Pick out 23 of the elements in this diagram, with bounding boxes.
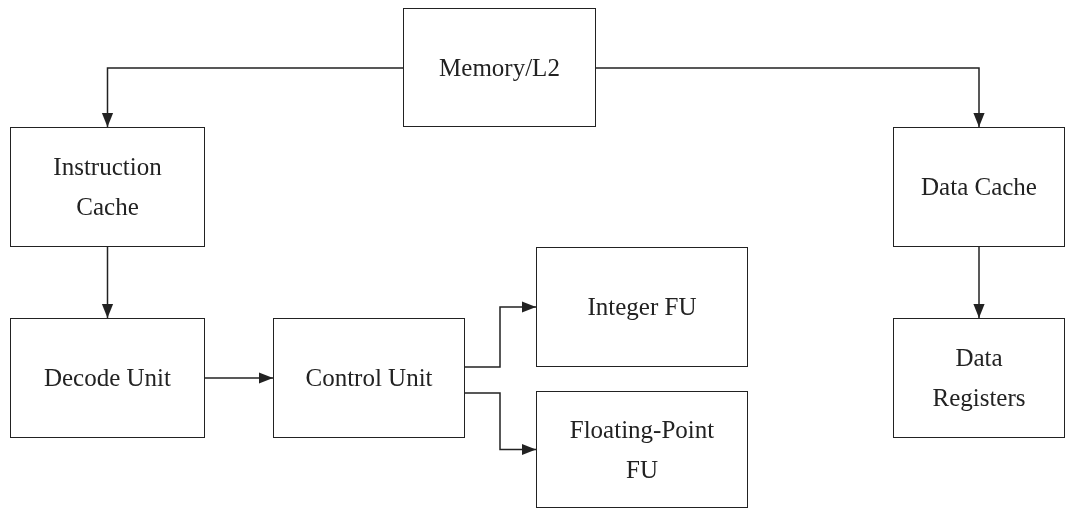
- block-label: Instruction Cache: [52, 152, 163, 222]
- arrow: [101, 246, 114, 319]
- block-label: Decode Unit: [43, 363, 171, 393]
- block-box: [893, 127, 1065, 247]
- block-label: Memory/L2: [439, 52, 560, 83]
- block-label: Data Cache: [921, 172, 1037, 202]
- block-label: Data Registers: [931, 343, 1027, 413]
- arrow: [101, 67, 404, 128]
- block-label: Floating-Point FU: [568, 414, 716, 485]
- block-box: [403, 8, 596, 127]
- block-box: [273, 318, 465, 438]
- block-box: [536, 247, 748, 367]
- arrow: [204, 372, 274, 384]
- arrow: [464, 301, 537, 368]
- arrow: [464, 392, 537, 456]
- block-box: [536, 391, 748, 508]
- arrow: [595, 67, 985, 128]
- block-box: [10, 318, 205, 438]
- block-label: Integer FU: [587, 292, 697, 322]
- block-box: [893, 318, 1065, 438]
- arrow: [973, 246, 985, 319]
- block-box: [10, 127, 205, 247]
- block-label: Control Unit: [305, 363, 433, 393]
